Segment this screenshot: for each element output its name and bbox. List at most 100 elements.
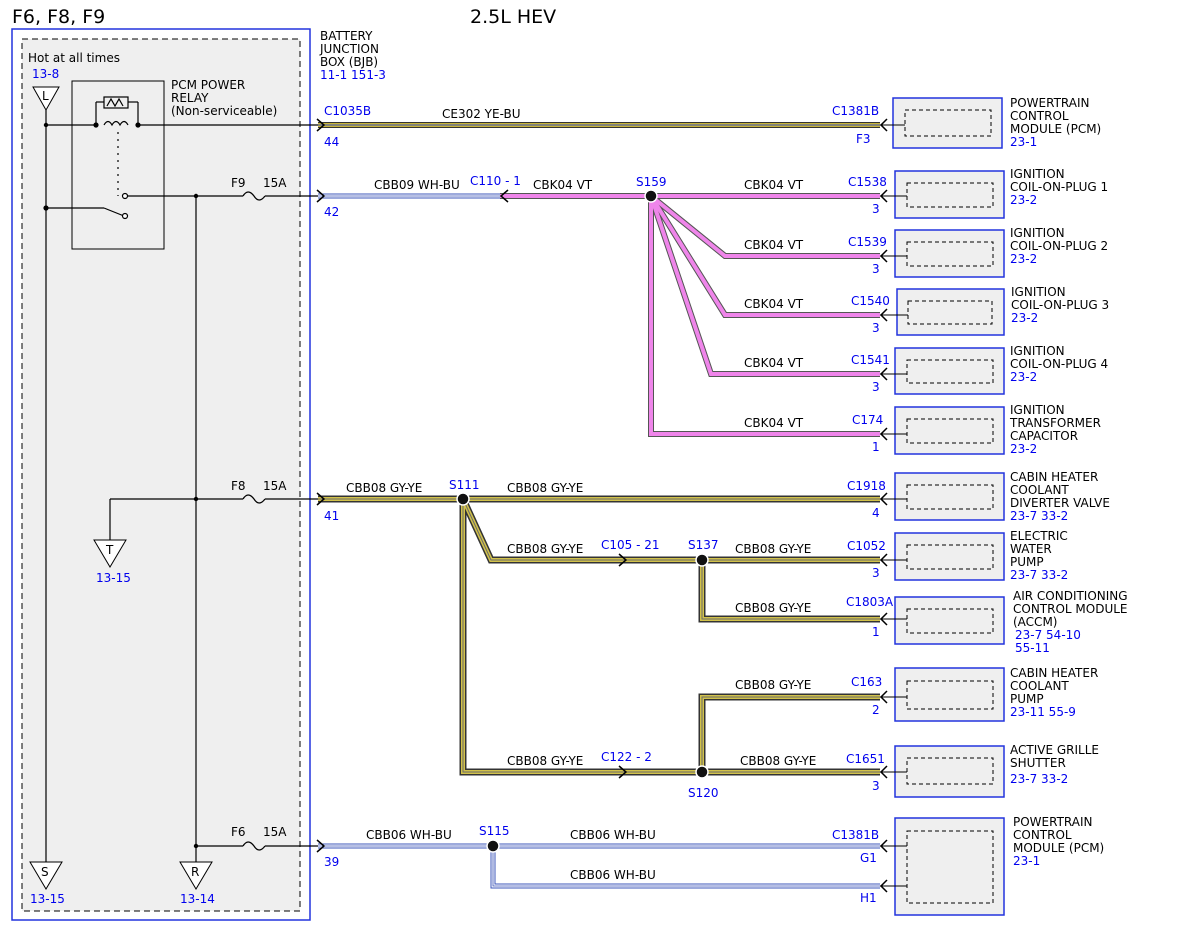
coil-2-ref: 23-2 bbox=[1010, 252, 1037, 266]
diverter-name-3: DIVERTER VALVE bbox=[1010, 496, 1110, 510]
pcm-top-ref: 23-1 bbox=[1010, 135, 1037, 149]
coil-4-connector: C1541 bbox=[851, 353, 890, 367]
wire-label-cbk04-main: CBK04 VT bbox=[533, 178, 593, 192]
splice-s159-label: S159 bbox=[636, 175, 667, 189]
flag-l-icon: L bbox=[32, 86, 60, 112]
water-pump-name-3: PUMP bbox=[1010, 555, 1044, 569]
svg-text:R: R bbox=[191, 865, 199, 879]
heater-pump-ref: 23-11 55-9 bbox=[1010, 705, 1076, 719]
grille-name-1: ACTIVE GRILLE bbox=[1010, 743, 1099, 757]
grille-name-2: SHUTTER bbox=[1010, 756, 1066, 770]
diverter-name-2: COOLANT bbox=[1010, 483, 1069, 497]
wire-label-cbk04-c174: CBK04 VT bbox=[744, 416, 804, 430]
grille-pin: 3 bbox=[872, 779, 880, 793]
diverter-pin: 4 bbox=[872, 506, 880, 520]
hot-ref: 13-8 bbox=[32, 67, 59, 81]
wire-label-cbb09: CBB09 WH-BU bbox=[374, 178, 460, 192]
wire-label-cbb08-c1651: CBB08 GY-YE bbox=[740, 754, 816, 768]
water-pump-pin: 3 bbox=[872, 566, 880, 580]
wire-label-cbb08-c1803a: CBB08 GY-YE bbox=[735, 601, 811, 615]
coil-2-name-2: COIL-ON-PLUG 2 bbox=[1010, 239, 1108, 253]
component-coil-2: C1539 3 IGNITION COIL-ON-PLUG 2 23-2 bbox=[848, 226, 1108, 278]
pcm-top-name-2: CONTROL bbox=[1010, 109, 1069, 123]
wire-label-cbb08-c1918: CBB08 GY-YE bbox=[507, 481, 583, 495]
coil-2-connector: C1539 bbox=[848, 235, 887, 249]
capacitor-name-1: IGNITION bbox=[1010, 403, 1065, 417]
pcm-bottom-ref: 23-1 bbox=[1013, 854, 1040, 868]
coil-4-pin: 3 bbox=[872, 380, 880, 394]
component-transformer-capacitor: C174 1 IGNITION TRANSFORMER CAPACITOR 23… bbox=[852, 403, 1101, 456]
fuse-f8-rating: 15A bbox=[263, 479, 287, 493]
wire-label-cbb08-c122: CBB08 GY-YE bbox=[507, 754, 583, 768]
coil-1-ref: 23-2 bbox=[1010, 193, 1037, 207]
splice-s111-label: S111 bbox=[449, 478, 480, 492]
wire-label-cbb08-bjb: CBB08 GY-YE bbox=[346, 481, 422, 495]
connector-c105: C105 - 21 bbox=[601, 538, 660, 552]
accm-name-3: (ACCM) bbox=[1013, 615, 1057, 629]
wire-cbb06 bbox=[318, 843, 880, 889]
wire-label-cbb08-c1052: CBB08 GY-YE bbox=[735, 542, 811, 556]
water-pump-name-2: WATER bbox=[1010, 542, 1052, 556]
pcm-bottom-name-3: MODULE (PCM) bbox=[1013, 841, 1104, 855]
connector-c122: C122 - 2 bbox=[601, 750, 652, 764]
splices bbox=[456, 189, 709, 853]
pcm-bottom-name-1: POWERTRAIN bbox=[1013, 815, 1093, 829]
splice-s111 bbox=[456, 492, 470, 506]
bjb-name-line-3: BOX (BJB) bbox=[320, 55, 378, 69]
flag-r-icon: R bbox=[179, 861, 213, 890]
wire-label-cbk04-c1539: CBK04 VT bbox=[744, 238, 804, 252]
accm-ref: 23-7 54-10 bbox=[1015, 628, 1081, 642]
capacitor-name-3: CAPACITOR bbox=[1010, 429, 1078, 443]
water-pump-name-1: ELECTRIC bbox=[1010, 529, 1068, 543]
coil-1-name-2: COIL-ON-PLUG 1 bbox=[1010, 180, 1108, 194]
coil-1-pin: 3 bbox=[872, 202, 880, 216]
bjb-outline bbox=[11, 28, 311, 921]
bjb-name-line-2: JUNCTION bbox=[319, 42, 379, 56]
fuse-list-title: F6, F8, F9 bbox=[12, 6, 105, 28]
flag-r-ref: 13-14 bbox=[180, 892, 215, 906]
accm-connector: C1803A bbox=[846, 595, 894, 609]
connector-chevrons bbox=[316, 118, 628, 853]
pcm-bottom-name-2: CONTROL bbox=[1013, 828, 1072, 842]
water-pump-ref: 23-7 33-2 bbox=[1010, 568, 1068, 582]
component-coil-3: C1540 3 IGNITION COIL-ON-PLUG 3 23-2 bbox=[851, 285, 1109, 336]
splice-s159 bbox=[644, 189, 658, 203]
heater-pump-pin: 2 bbox=[872, 703, 880, 717]
pcm-top-pin: F3 bbox=[856, 132, 871, 146]
accm-name-2: CONTROL MODULE bbox=[1013, 602, 1128, 616]
coil-1-name-1: IGNITION bbox=[1010, 167, 1065, 181]
component-coil-4: C1541 3 IGNITION COIL-ON-PLUG 4 23-2 bbox=[851, 344, 1108, 395]
wire-label-cbb08-c163: CBB08 GY-YE bbox=[735, 678, 811, 692]
pcm-bottom-pin-h1: H1 bbox=[860, 891, 877, 905]
connector-c110: C110 - 1 bbox=[470, 174, 521, 188]
splice-s137 bbox=[695, 553, 709, 567]
accm-ref-2: 55-11 bbox=[1015, 641, 1050, 655]
wire-label-cbb06-h1: CBB06 WH-BU bbox=[570, 868, 656, 882]
coil-3-connector: C1540 bbox=[851, 294, 890, 308]
splice-s115-label: S115 bbox=[479, 824, 510, 838]
bjb-pin-39: 39 bbox=[324, 855, 339, 869]
component-diverter-valve: C1918 4 CABIN HEATER COOLANT DIVERTER VA… bbox=[847, 470, 1110, 523]
coil-3-name-2: COIL-ON-PLUG 3 bbox=[1011, 298, 1109, 312]
fuse-f9-rating: 15A bbox=[263, 176, 287, 190]
water-pump-connector: C1052 bbox=[847, 539, 886, 553]
coil-2-name-1: IGNITION bbox=[1010, 226, 1065, 240]
hot-at-all-times-label: Hot at all times bbox=[28, 51, 120, 65]
fuse-f9-icon bbox=[242, 191, 266, 201]
wire-label-cbk04-c1538: CBK04 VT bbox=[744, 178, 804, 192]
fuse-f6-icon bbox=[242, 841, 266, 851]
wire-label-cbk04-c1540: CBK04 VT bbox=[744, 297, 804, 311]
bjb-pin-41: 41 bbox=[324, 509, 339, 523]
component-electric-water-pump: C1052 3 ELECTRIC WATER PUMP 23-7 33-2 bbox=[847, 529, 1068, 582]
pcm-bottom-connector: C1381B bbox=[832, 828, 879, 842]
heater-pump-connector: C163 bbox=[851, 675, 882, 689]
bjb-pin-44: 44 bbox=[324, 135, 339, 149]
battery-junction-box: Hot at all times 13-8 PCM POWER RELAY (N… bbox=[11, 28, 386, 921]
coil-4-name-2: COIL-ON-PLUG 4 bbox=[1010, 357, 1108, 371]
pcm-power-relay-box bbox=[71, 80, 165, 250]
relay-label-line-2: RELAY bbox=[171, 91, 209, 105]
component-pcm-bottom: C1381B G1 H1 POWERTRAIN CONTROL MODULE (… bbox=[832, 815, 1104, 916]
pcm-top-name-1: POWERTRAIN bbox=[1010, 96, 1090, 110]
fuse-f6-name: F6 bbox=[231, 825, 246, 839]
splice-s120-label: S120 bbox=[688, 786, 719, 800]
